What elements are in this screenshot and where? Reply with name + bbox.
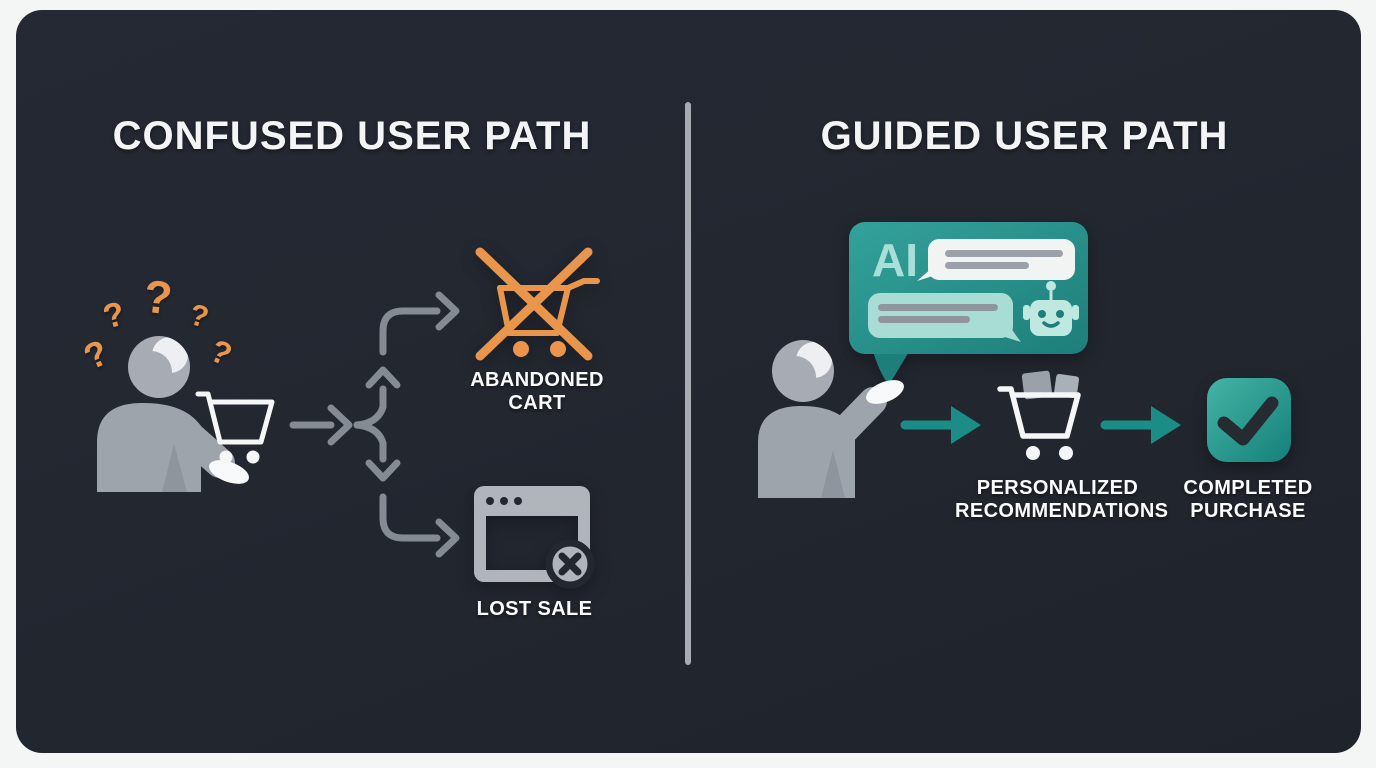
checkmark-square-icon — [1207, 378, 1291, 462]
personalized-label-line2: RECOMMENDATIONS — [955, 500, 1169, 522]
vertical-divider — [685, 102, 691, 665]
bubble-tail — [871, 345, 913, 385]
personalized-label-line1: PERSONALIZED — [976, 477, 1139, 499]
full-cart-icon — [997, 370, 1081, 460]
robot-icon — [1023, 281, 1079, 336]
right-panel-title: GUIDED USER PATH — [820, 114, 1229, 158]
ai-label: AI — [872, 234, 918, 286]
ai-chat-bubble: AI — [849, 222, 1088, 385]
left-panel-title: CONFUSED USER PATH — [112, 114, 592, 158]
lost-sale-icon — [474, 486, 595, 589]
guided-person-icon — [758, 340, 904, 498]
user-message-bubble — [917, 239, 1075, 281]
question-mark-icon: ? — [141, 269, 175, 325]
completed-purchase-label: COMPLETED PURCHASE — [1150, 477, 1346, 523]
confused-person-icon — [97, 336, 250, 492]
completed-label-line1: COMPLETED — [1183, 477, 1313, 499]
abandoned-cart-label-line1: ABANDONED — [470, 369, 604, 391]
x-badge-icon — [545, 539, 595, 589]
abandoned-cart-label-line2: CART — [508, 392, 566, 414]
abandoned-cart-label: ABANDONED CART — [447, 369, 627, 415]
abandoned-cart-icon — [475, 247, 600, 361]
lost-sale-label: LOST SALE — [476, 598, 593, 620]
ai-message-bubble — [868, 293, 1021, 342]
checkmark-icon — [1217, 396, 1279, 446]
empty-cart-icon — [195, 391, 275, 464]
personalized-recommendations-label: PERSONALIZED RECOMMENDATIONS — [955, 477, 1169, 523]
completed-label-line2: PURCHASE — [1190, 500, 1306, 522]
